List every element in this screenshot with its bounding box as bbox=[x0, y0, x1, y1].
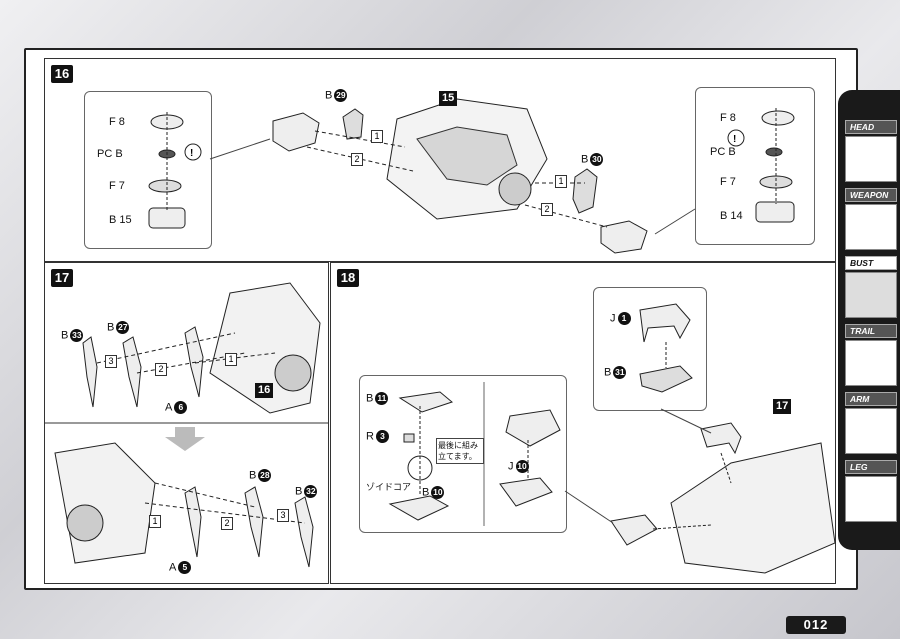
sidebar-item-head[interactable]: HEAD bbox=[845, 120, 897, 182]
sidebar-item-label: LEG bbox=[845, 460, 897, 474]
sidebar-item-label: HEAD bbox=[845, 120, 897, 134]
sidebar-item-label: BUST bbox=[845, 256, 897, 270]
svg-text:!: ! bbox=[733, 134, 736, 145]
step-16-number: 16 bbox=[51, 65, 73, 83]
callout-part-drawing: ! bbox=[148, 112, 202, 229]
sequence-marker: 2 bbox=[155, 363, 167, 376]
callout-part-label: PC B bbox=[710, 146, 736, 158]
assembly-note: 最後に組み立てます。 bbox=[436, 438, 484, 464]
callout-part-label: B 14 bbox=[720, 210, 743, 222]
sequence-marker: 1 bbox=[555, 175, 567, 188]
step-16-panel: 16 F 8 PC B F 7 B 15 ! F 8 PC B F 7 B 14 bbox=[44, 58, 836, 262]
upper-callout-drawing bbox=[639, 303, 693, 393]
sidebar-item-arm[interactable]: ARM bbox=[845, 392, 897, 454]
sequence-marker: 3 bbox=[277, 509, 289, 522]
core-label: ゾイドコア bbox=[366, 482, 412, 492]
step-16-assembly-drawing bbox=[209, 98, 696, 254]
right-callout: F 8 PC B F 7 B 14 ! bbox=[695, 87, 815, 245]
sidebar-item-label: WEAPON bbox=[845, 188, 897, 202]
callout-part-label: F 7 bbox=[109, 180, 125, 192]
sidebar-item-bust[interactable]: BUST bbox=[845, 256, 897, 318]
sidebar-item-leg[interactable]: LEG bbox=[845, 460, 897, 522]
leg-thumbnail-icon bbox=[845, 476, 897, 522]
callout-part-drawing: ! bbox=[727, 108, 795, 223]
assembly-ref-label: 15 bbox=[439, 91, 458, 106]
step-18-assembly-drawing bbox=[564, 408, 836, 574]
page-number: 012 bbox=[786, 616, 846, 634]
sequence-marker: 1 bbox=[149, 515, 161, 528]
trail-thumbnail-icon bbox=[845, 340, 897, 386]
head-thumbnail-icon bbox=[845, 136, 897, 182]
bust-thumbnail-icon bbox=[845, 272, 897, 318]
instruction-frame: 16 F 8 PC B F 7 B 15 ! F 8 PC B F 7 B 14 bbox=[24, 48, 858, 590]
step-17-number: 17 bbox=[51, 269, 73, 287]
sidebar-item-trail[interactable]: TRAIL bbox=[845, 324, 897, 386]
left-callout: F 8 PC B F 7 B 15 ! bbox=[84, 91, 212, 249]
callout-part-label: PC B bbox=[97, 148, 123, 160]
sidebar-item-label: TRAIL bbox=[845, 324, 897, 338]
assembly-ref-label: 17 bbox=[773, 399, 792, 414]
inner-callout-drawing bbox=[388, 382, 561, 526]
callout-part-label: F 8 bbox=[720, 112, 736, 124]
sequence-marker: 1 bbox=[371, 130, 383, 143]
sequence-marker: 3 bbox=[105, 355, 117, 368]
svg-text:!: ! bbox=[190, 148, 193, 159]
sequence-marker: 2 bbox=[221, 517, 233, 530]
sidebar-item-label: ARM bbox=[845, 392, 897, 406]
callout-part-label: F 8 bbox=[109, 116, 125, 128]
callout-part-label: B 15 bbox=[109, 214, 132, 226]
weapon-thumbnail-icon bbox=[845, 204, 897, 250]
arm-thumbnail-icon bbox=[845, 408, 897, 454]
assembly-ref-label: 16 bbox=[255, 383, 274, 398]
sequence-marker: 2 bbox=[541, 203, 553, 216]
sidebar-item-weapon[interactable]: WEAPON bbox=[845, 188, 897, 250]
sequence-marker: 2 bbox=[351, 153, 363, 166]
sequence-marker: 1 bbox=[225, 353, 237, 366]
step-18-number: 18 bbox=[337, 269, 359, 287]
callout-part-label: F 7 bbox=[720, 176, 736, 188]
step-17-assembly-drawing bbox=[45, 282, 328, 568]
